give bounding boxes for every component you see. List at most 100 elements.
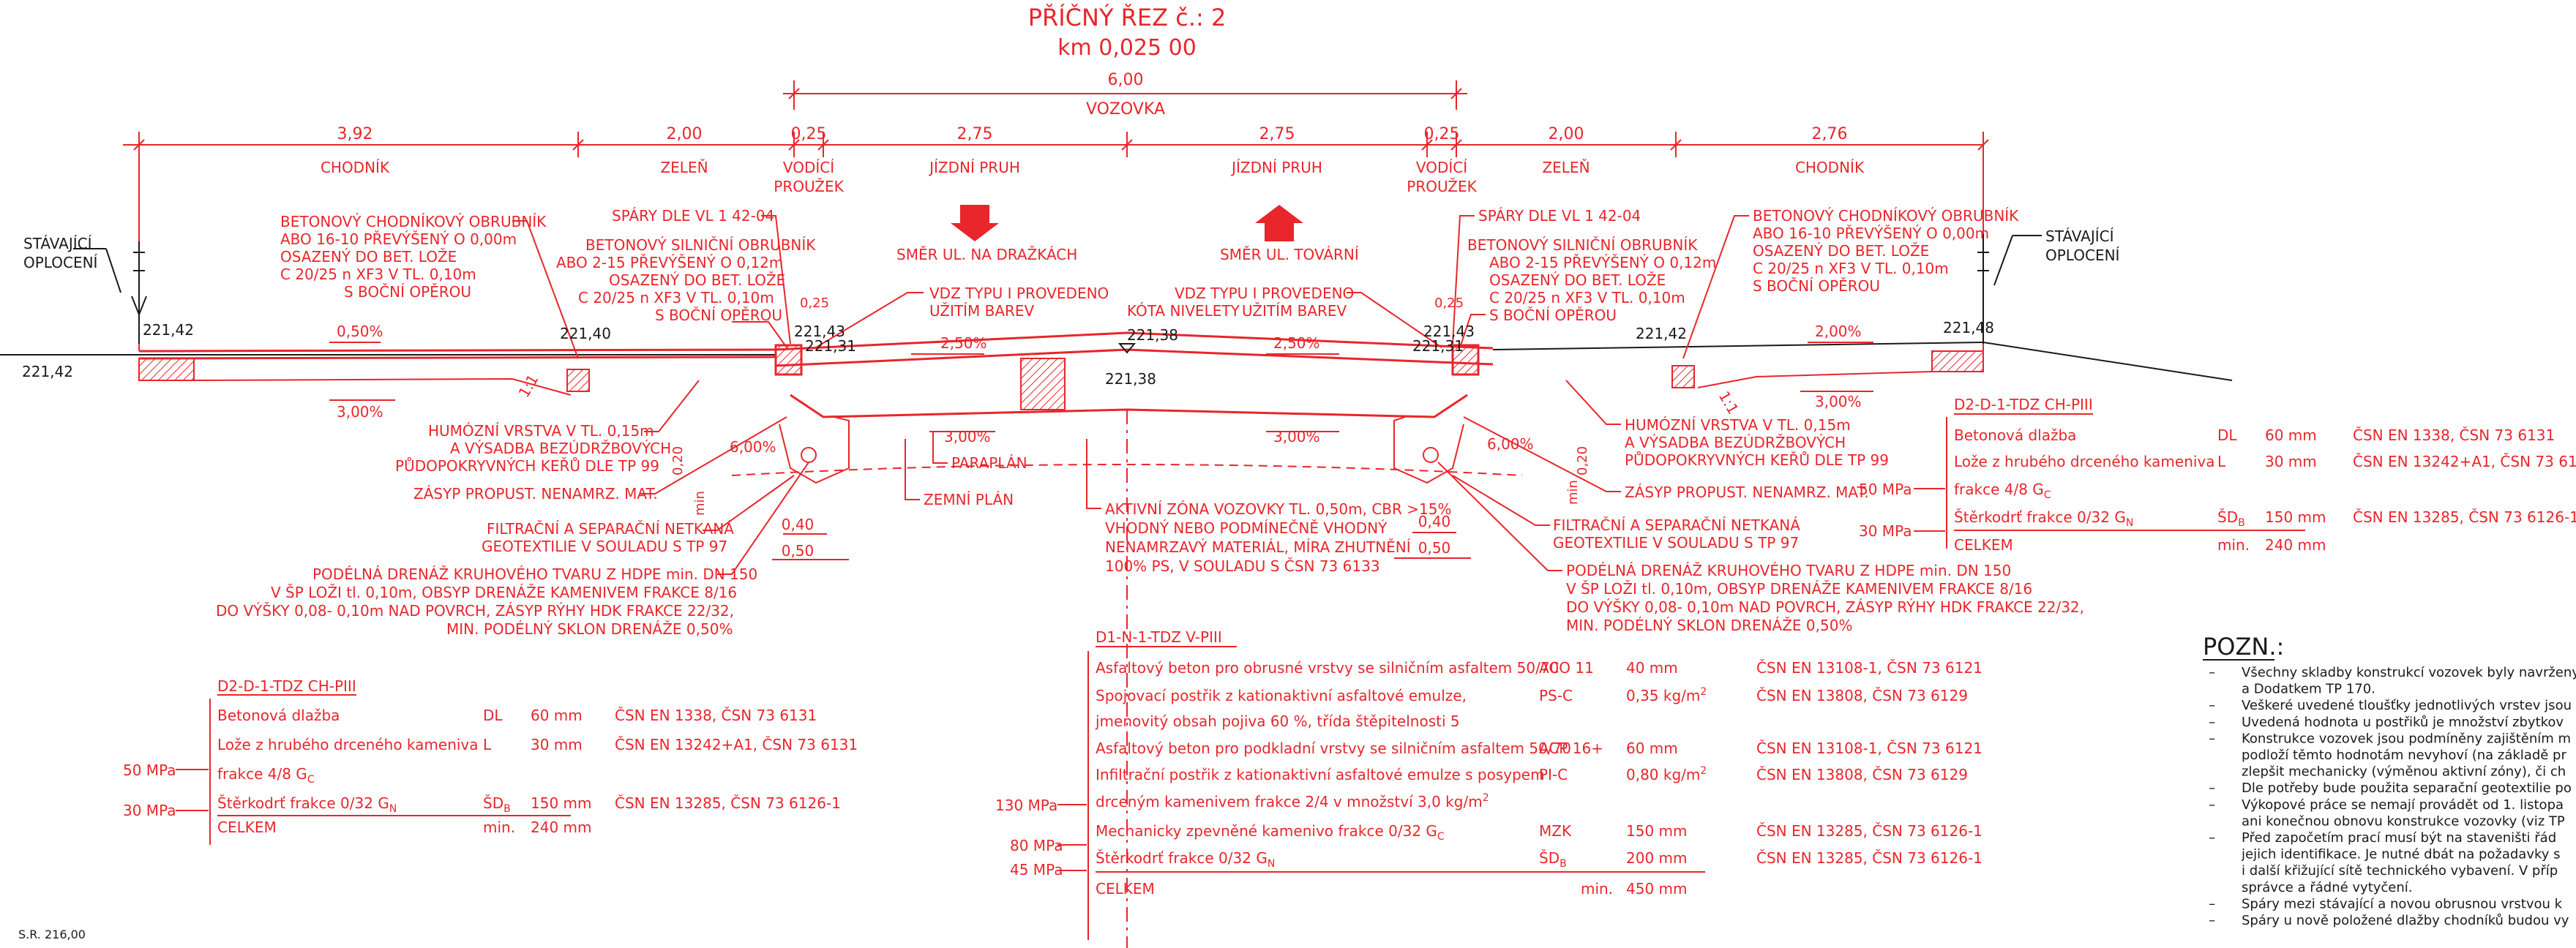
svg-text:PARAPLÁN: PARAPLÁN xyxy=(951,454,1027,472)
svg-text:3,00%: 3,00% xyxy=(1815,393,1862,410)
callout-paraplan: PARAPLÁN ZEMNÍ PLÁN xyxy=(905,432,1027,508)
svg-text:60 mm: 60 mm xyxy=(1626,740,1678,757)
kota-marker-icon xyxy=(1117,343,1137,354)
height-labels: 221,42 221,42 221,40 221,43 221,31 221,3… xyxy=(22,319,1994,388)
fence-right xyxy=(1977,234,2042,344)
note-item: správce a řádné vytyčení. xyxy=(2242,880,2413,895)
svg-text:0,20: 0,20 xyxy=(1575,446,1590,475)
terrain-profile xyxy=(0,331,2233,484)
callout-filtr-left: FILTRAČNÍ A SEPARAČNÍ NETKANÁ GEOTEXTILI… xyxy=(482,475,795,555)
svg-text:50 MPa: 50 MPa xyxy=(1859,481,1912,498)
svg-text:221,40: 221,40 xyxy=(560,325,611,342)
svg-text:A VÝSADBA BEZÚDRŽBOVÝCH: A VÝSADBA BEZÚDRŽBOVÝCH xyxy=(1625,434,1846,451)
note-item: Výkopové práce se nemají provádět od 1. … xyxy=(2242,797,2564,813)
svg-text:ČSN EN 13242+A1, ČSN 73 6131: ČSN EN 13242+A1, ČSN 73 6131 xyxy=(2353,453,2576,470)
svg-text:min: min xyxy=(1565,480,1581,505)
svg-text:150 mm: 150 mm xyxy=(531,794,592,812)
svg-text:Štěrkodrť frakce 0/32 GN: Štěrkodrť frakce 0/32 GN xyxy=(1096,849,1275,870)
svg-text:ČSN EN 1338, ČSN 73 6131: ČSN EN 1338, ČSN 73 6131 xyxy=(615,707,817,724)
svg-text:OSAZENÝ DO BET. LOŽE: OSAZENÝ DO BET. LOŽE xyxy=(1753,242,1929,260)
svg-text:ČSN EN 13242+A1, ČSN 73 6131: ČSN EN 13242+A1, ČSN 73 6131 xyxy=(615,736,858,753)
svg-text:45 MPa: 45 MPa xyxy=(1010,861,1063,879)
svg-text:ČSN EN 1338, ČSN 73 6131: ČSN EN 1338, ČSN 73 6131 xyxy=(2353,426,2555,444)
svg-text:PI-C: PI-C xyxy=(1539,766,1568,783)
dim-seg-6: 0,25 xyxy=(1424,125,1460,143)
svg-text:Lože z hrubého drceného kameni: Lože z hrubého drceného kameniva xyxy=(217,736,479,753)
svg-text:DL: DL xyxy=(483,707,503,724)
callout-humus-right: HUMÓZNÍ VRSTVA V TL. 0,15m A VÝSADBA BEZ… xyxy=(1565,380,1889,469)
label-chodnik-left: CHODNÍK xyxy=(321,159,390,176)
svg-text:150 mm: 150 mm xyxy=(2265,508,2326,526)
svg-text:Asfaltový beton pro podkladní: Asfaltový beton pro podkladní vrstvy se … xyxy=(1096,740,1571,757)
svg-text:6,00%: 6,00% xyxy=(730,438,776,456)
svg-text:V ŠP LOŽI tl. 0,10m, OBSYP DRE: V ŠP LOŽI tl. 0,10m, OBSYP DRENÁŽE KAMEN… xyxy=(271,584,737,601)
svg-text:PŮDOPOKRYVNÝCH KEŘŮ DLE TP 99: PŮDOPOKRYVNÝCH KEŘŮ DLE TP 99 xyxy=(395,457,659,475)
dim-seg-3: 0,25 xyxy=(791,125,827,143)
svg-text:130 MPa: 130 MPa xyxy=(995,797,1057,814)
note-item: Všechny skladby konstrukcí vozovek byly … xyxy=(2242,665,2576,680)
callout-obrubnik-chodnik-right: BETONOVÝ CHODNÍKOVÝ OBRUBNÍK ABO 16-10 P… xyxy=(1682,207,2019,359)
small-dimensions: 0,40 0,50 0,40 0,50 0,20 0,20 0,25 0,25 … xyxy=(670,296,1590,560)
note-item: Konstrukce vozovek jsou podmíněny zajišt… xyxy=(2242,731,2571,746)
svg-text:D2-D-1-TDZ CH-PIII: D2-D-1-TDZ CH-PIII xyxy=(1954,396,2093,413)
note-item: a Dodatkem TP 170. xyxy=(2242,682,2375,697)
svg-text:ČSN EN 13808, ČSN 73 6129: ČSN EN 13808, ČSN 73 6129 xyxy=(1756,687,1968,704)
svg-text:ACO 11: ACO 11 xyxy=(1539,659,1594,677)
svg-text:ZEMNÍ PLÁN: ZEMNÍ PLÁN xyxy=(924,491,1014,508)
callout-filtr-right: FILTRAČNÍ A SEPARAČNÍ NETKANÁ GEOTEXTILI… xyxy=(1452,475,1800,552)
note-item: ani konečnou obnovu konstrukce vozovky (… xyxy=(2242,813,2565,829)
note-item: Před započetím prací musí být na staveni… xyxy=(2242,830,2556,846)
callout-obrubnik-chodnik-left: BETONOVÝ CHODNÍKOVÝ OBRUBNÍK ABO 16-10 P… xyxy=(280,213,579,359)
label-jizdni-left: JÍZDNÍ PRUH xyxy=(928,159,1020,176)
svg-text:OSAZENÝ DO BET. LOŽE: OSAZENÝ DO BET. LOŽE xyxy=(1489,271,1666,289)
svg-text:40 mm: 40 mm xyxy=(1626,659,1678,677)
label-vodici-left: VODÍCÍ xyxy=(783,159,834,176)
label-zelen-left: ZELEŇ xyxy=(660,159,708,176)
svg-text:PS-C: PS-C xyxy=(1539,687,1573,704)
svg-text:VHODNÝ NEBO PODMÍNEČNĚ VHODNÝ: VHODNÝ NEBO PODMÍNEČNĚ VHODNÝ xyxy=(1105,519,1388,537)
svg-text:BETONOVÝ CHODNÍKOVÝ OBRUBNÍK: BETONOVÝ CHODNÍKOVÝ OBRUBNÍK xyxy=(280,213,547,230)
direction-right: SMĚR UL. TOVÁRNÍ xyxy=(1220,246,1359,263)
note-item: jejich identifikace. Je nutné dbát na po… xyxy=(2241,847,2561,862)
svg-text:UŽITÍM BAREV: UŽITÍM BAREV xyxy=(1242,302,1347,320)
note-item: podloží těmto hodnotám nevyhoví (na zákl… xyxy=(2242,748,2566,763)
note-item: Spáry u nově položené dlažby chodníků bu… xyxy=(2242,913,2569,928)
svg-text:PODÉLNÁ DRENÁŽ KRUHOVÉHO TVARU: PODÉLNÁ DRENÁŽ KRUHOVÉHO TVARU Z HDPE mi… xyxy=(1566,562,2011,579)
svg-text:PODÉLNÁ DRENÁŽ KRUHOVÉHO TVARU: PODÉLNÁ DRENÁŽ KRUHOVÉHO TVARU Z HDPE mi… xyxy=(312,565,757,583)
chodnik-table-title: D2-D-1-TDZ CH-PIII xyxy=(217,677,356,695)
svg-text:HUMÓZNÍ VRSTVA V TL. 0,15m: HUMÓZNÍ VRSTVA V TL. 0,15m xyxy=(428,422,654,440)
svg-text:SPÁRY DLE VL 1 42-04: SPÁRY DLE VL 1 42-04 xyxy=(1478,207,1641,225)
notes-title: POZN.: xyxy=(2203,633,2284,661)
ratio-right: 1:1 xyxy=(1715,388,1742,418)
svg-text:min.: min. xyxy=(2217,536,2250,554)
svg-text:jmenovitý obsah pojiva 60 %, t: jmenovitý obsah pojiva 60 %, třída štěpi… xyxy=(1095,712,1460,730)
svg-text:MZK: MZK xyxy=(1539,822,1572,840)
svg-text:150 mm: 150 mm xyxy=(1626,822,1688,840)
svg-text:221,48: 221,48 xyxy=(1943,319,1994,336)
svg-text:FILTRAČNÍ A SEPARAČNÍ NETKANÁ: FILTRAČNÍ A SEPARAČNÍ NETKANÁ xyxy=(487,520,734,538)
svg-text:ABO 16-10 PŘEVÝŠENÝ O 0,00m: ABO 16-10 PŘEVÝŠENÝ O 0,00m xyxy=(280,230,517,248)
callout-obrubnik-silnicni-right: BETONOVÝ SILNIČNÍ OBRUBNÍK ABO 2-15 PŘEV… xyxy=(1459,236,1716,348)
svg-text:BETONOVÝ CHODNÍKOVÝ OBRUBNÍK: BETONOVÝ CHODNÍKOVÝ OBRUBNÍK xyxy=(1753,207,2019,225)
fence-left xyxy=(73,241,147,344)
svg-text:C 20/25 n XF3 V TL. 0,10m: C 20/25 n XF3 V TL. 0,10m xyxy=(1753,260,1949,277)
svg-text:30 mm: 30 mm xyxy=(531,736,583,753)
note-bullet: – xyxy=(2209,715,2215,730)
note-item: zlepšit mechanicky (výměnou aktivní zóny… xyxy=(2242,764,2566,780)
svg-text:ČSN EN 13285, ČSN 73 6126-1: ČSN EN 13285, ČSN 73 6126-1 xyxy=(615,794,841,812)
svg-text:221,42: 221,42 xyxy=(22,363,73,380)
dim-seg-1: 3,92 xyxy=(337,125,373,143)
vozovka-table: D1-N-1-TDZ V-PIII Asfaltový beton pro ob… xyxy=(995,628,1982,940)
kota-label: KÓTA NIVELETY xyxy=(1127,302,1240,320)
svg-text:CELKEM: CELKEM xyxy=(217,819,277,836)
note-item: i další křižující sítě technického vybav… xyxy=(2242,863,2558,879)
chodnik-table-right: D2-D-1-TDZ CH-PIII Betonová dlažba DL 60… xyxy=(1859,396,2576,554)
svg-text:CELKEM: CELKEM xyxy=(1096,880,1155,898)
svg-text:2,00%: 2,00% xyxy=(1815,323,1862,340)
svg-text:0,40: 0,40 xyxy=(782,516,815,533)
svg-text:30 MPa: 30 MPa xyxy=(123,802,176,819)
svg-text:ŠDB: ŠDB xyxy=(1539,849,1567,870)
svg-text:3,00%: 3,00% xyxy=(944,428,991,445)
svg-text:240 mm: 240 mm xyxy=(531,819,592,836)
